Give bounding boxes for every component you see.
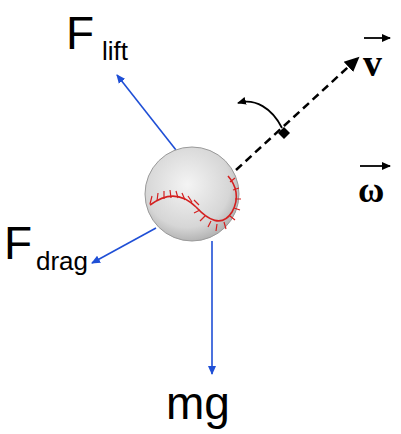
seam [196,176,236,221]
vector-overarrow [364,37,390,39]
velocity-arrow [236,58,358,170]
lift-arrow [117,75,176,150]
spin-axis-marker [278,127,290,139]
force-symbol: F [66,10,94,56]
angular-velocity-symbol: ω [358,172,384,208]
force-subscript: drag [36,248,88,274]
force-symbol: F [4,220,32,266]
spin-arc-arrow [238,102,282,128]
force-subscript: lift [102,38,128,64]
seam-stitches [150,178,241,231]
velocity-symbol: v [363,44,382,82]
weight-label: mg [166,380,230,426]
gravity-arrow [211,241,213,374]
vector-overarrow [360,165,390,167]
drag-arrow [92,228,156,263]
